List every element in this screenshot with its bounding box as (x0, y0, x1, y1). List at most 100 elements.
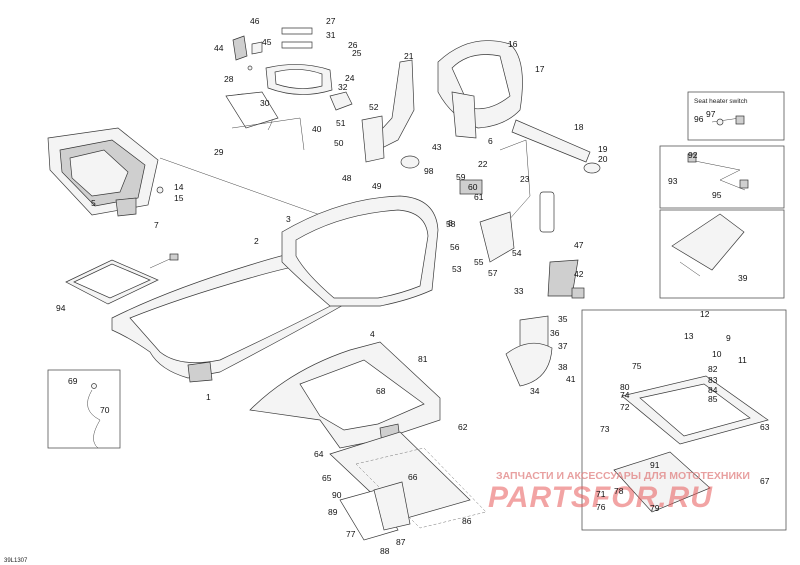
callout-87: 87 (396, 537, 406, 547)
callout-89: 89 (328, 507, 338, 517)
callout-11: 11 (738, 355, 747, 365)
callout-92: 92 (688, 150, 698, 160)
callout-83: 83 (708, 375, 718, 385)
callout-63: 63 (760, 422, 770, 432)
callout-81: 81 (418, 354, 428, 364)
callout-9: 9 (726, 333, 731, 343)
callout-78: 78 (614, 486, 624, 496)
callout-28: 28 (224, 74, 234, 84)
callout-85: 85 (708, 394, 718, 404)
callout-95: 95 (712, 190, 722, 200)
callout-64: 64 (314, 449, 324, 459)
callout-69: 69 (68, 376, 78, 386)
callout-16: 16 (508, 39, 518, 49)
callout-98: 98 (424, 166, 434, 176)
callout-1: 1 (206, 392, 211, 402)
callout-93: 93 (668, 176, 678, 186)
callout-14: 14 (174, 182, 184, 192)
callout-44: 44 (214, 43, 224, 53)
callout-17: 17 (535, 64, 545, 74)
callout-94: 94 (56, 303, 66, 313)
seat-assembly-part (111, 195, 439, 383)
inset-harness (659, 145, 785, 209)
callout-10: 10 (712, 349, 722, 359)
callout-82: 82 (708, 364, 718, 374)
callout-3: 3 (286, 214, 291, 224)
callout-73: 73 (600, 424, 610, 434)
callout-23: 23 (520, 174, 530, 184)
heater-pad-part (65, 253, 179, 305)
callout-33: 33 (514, 286, 524, 296)
callout-88: 88 (380, 546, 390, 556)
callout-48: 48 (342, 173, 352, 183)
callout-38: 38 (558, 362, 568, 372)
lower-tray-part (249, 341, 487, 529)
callout-54: 54 (512, 248, 522, 258)
callout-35: 35 (558, 314, 568, 324)
diagram-code: 39L1307 (4, 558, 28, 564)
callout-72: 72 (620, 402, 630, 412)
callout-13: 13 (684, 331, 694, 341)
callout-6: 6 (488, 136, 493, 146)
callout-42: 42 (574, 269, 584, 279)
inset-part-drawings (87, 115, 769, 513)
callout-53: 53 (452, 264, 462, 274)
callout-52: 52 (369, 102, 379, 112)
latch-mechanism-part (459, 139, 585, 387)
callout-5: 5 (91, 198, 96, 208)
watermark-caption: ЗАПЧАСТИ И АКСЕССУАРЫ ДЛЯ МОТОТЕХНИКИ (496, 470, 750, 482)
callout-86: 86 (462, 516, 472, 526)
callout-36: 36 (550, 328, 560, 338)
callout-30: 30 (260, 98, 270, 108)
callout-12: 12 (700, 309, 710, 319)
callout-55: 55 (474, 257, 484, 267)
callout-18: 18 (574, 122, 584, 132)
callout-29: 29 (214, 147, 224, 157)
callout-4: 4 (370, 329, 375, 339)
callout-58: 58 (446, 219, 456, 229)
callout-34: 34 (530, 386, 540, 396)
seat-base-frame-part (47, 127, 164, 217)
callout-96: 96 (694, 114, 704, 124)
inset-caption: Seat heater switch (694, 98, 748, 105)
callout-60: 60 (468, 182, 478, 192)
callout-91: 91 (650, 460, 660, 470)
callout-20: 20 (598, 154, 608, 164)
seat-bracket-parts (361, 59, 420, 169)
callout-37: 37 (558, 341, 568, 351)
callout-61: 61 (474, 192, 484, 202)
callout-50: 50 (334, 138, 344, 148)
callout-19: 19 (598, 144, 608, 154)
callout-75: 75 (632, 361, 642, 371)
callout-90: 90 (332, 490, 342, 500)
callout-77: 77 (346, 529, 356, 539)
callout-41: 41 (566, 374, 576, 384)
callout-68: 68 (376, 386, 386, 396)
callout-62: 62 (458, 422, 468, 432)
backrest-part (437, 40, 601, 174)
callout-15: 15 (174, 193, 184, 203)
callout-84: 84 (708, 385, 718, 395)
callout-7: 7 (154, 220, 159, 230)
callout-32: 32 (338, 82, 348, 92)
callout-2: 2 (254, 236, 259, 246)
callout-46: 46 (250, 16, 260, 26)
callout-45: 45 (262, 37, 272, 47)
inset-cable-69 (47, 369, 121, 449)
callout-51: 51 (336, 118, 346, 128)
callout-31: 31 (326, 30, 336, 40)
callout-56: 56 (450, 242, 460, 252)
callout-27: 27 (326, 16, 336, 26)
callout-49: 49 (372, 181, 382, 191)
callout-43: 43 (432, 142, 442, 152)
callout-40: 40 (312, 124, 322, 134)
callout-74: 74 (620, 390, 630, 400)
callout-8: 8 (448, 218, 453, 228)
callout-80: 80 (620, 382, 630, 392)
lower-bracket-parts (339, 481, 411, 541)
callout-59: 59 (456, 172, 466, 182)
watermark-brand: PARTSFOR.RU (488, 481, 713, 514)
callout-66: 66 (408, 472, 418, 482)
